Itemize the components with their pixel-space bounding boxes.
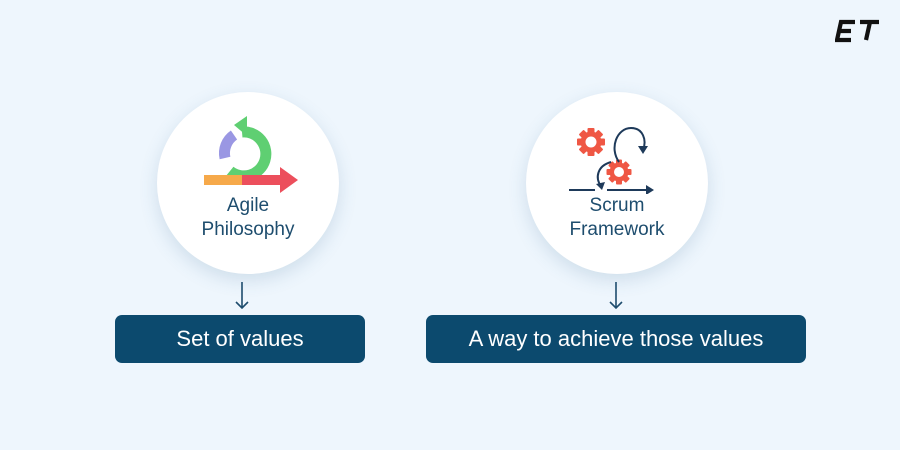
- scrum-label-line2: Framework: [569, 219, 665, 240]
- scrum-label-line1: Scrum: [589, 195, 645, 216]
- agile-philosophy-label: Agile Philosophy: [157, 194, 339, 242]
- agile-philosophy-circle: Agile Philosophy: [157, 92, 339, 274]
- brand-logo: ET: [835, 18, 879, 43]
- iteration-cycle-arrow-icon: [204, 116, 298, 193]
- scrum-framework-label: Scrum Framework: [526, 194, 708, 242]
- agile-label-line1: Agile: [226, 195, 270, 216]
- svg-text:ET: ET: [835, 18, 837, 19]
- agile-label-line2: Philosophy: [201, 219, 295, 240]
- scrum-framework-circle: Scrum Framework: [526, 92, 708, 274]
- gears-workflow-icon: [569, 126, 654, 194]
- agile-description-box: Set of values: [115, 315, 365, 363]
- scrum-connector-arrow: [609, 282, 623, 310]
- agile-description-text: Set of values: [176, 326, 304, 351]
- scrum-description-text: A way to achieve those values: [468, 326, 764, 351]
- scrum-description-box: A way to achieve those values: [426, 315, 806, 363]
- agile-connector-arrow: [235, 282, 249, 310]
